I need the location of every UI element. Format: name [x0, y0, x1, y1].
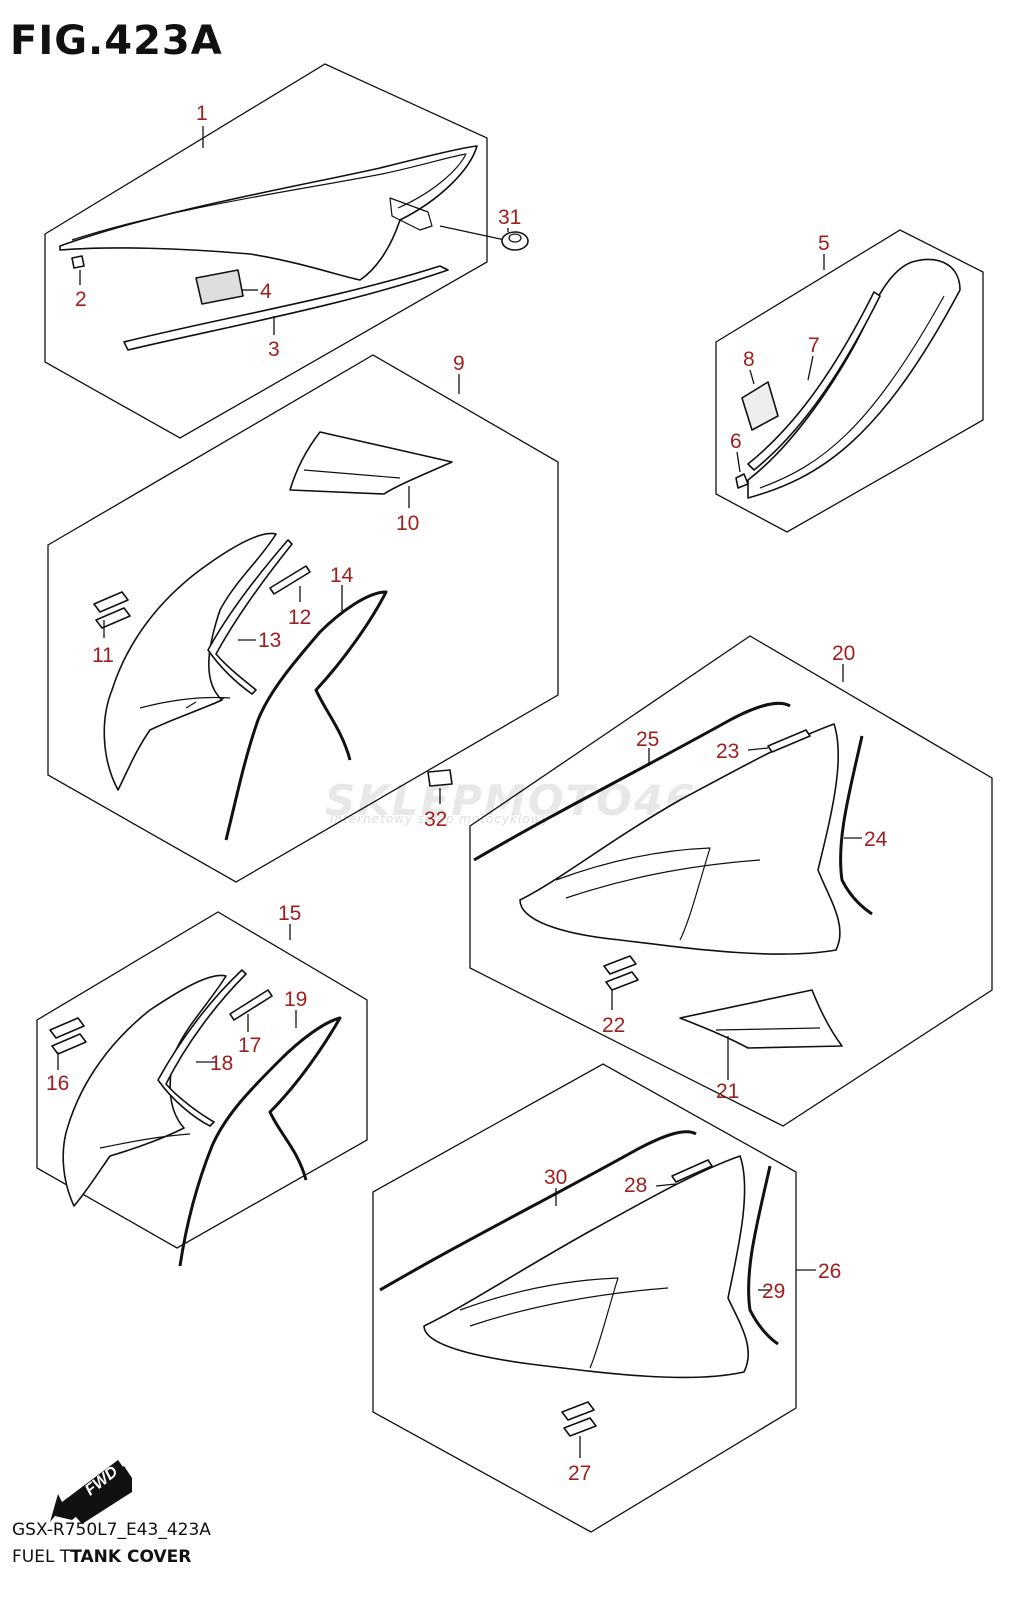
callout-9: 9 — [453, 352, 465, 375]
callout-5: 5 — [818, 232, 830, 255]
part-side-panel — [747, 258, 961, 499]
callout-27: 27 — [568, 1462, 591, 1485]
callout-26: 26 — [818, 1260, 841, 1283]
part-reflector — [195, 269, 244, 305]
watermark-tagline: Internetowy sklep motocyklowy — [330, 812, 550, 826]
callout-25: 25 — [636, 728, 659, 751]
callout-24: 24 — [864, 828, 888, 851]
callout-18: 18 — [210, 1052, 233, 1075]
part-strip-13 — [207, 539, 293, 695]
part-strip-17 — [229, 989, 273, 1021]
callout-31: 31 — [498, 206, 521, 229]
fwd-arrow-icon: FWD — [50, 1460, 132, 1524]
part-strip-24 — [839, 735, 873, 916]
callout-30: 30 — [544, 1166, 567, 1189]
leader-lines — [57, 126, 862, 1458]
frame-group-15 — [36, 911, 368, 1249]
part-strip-28 — [671, 1159, 713, 1183]
callout-13: 13 — [258, 629, 281, 652]
callout-11: 11 — [92, 644, 114, 667]
part-right-panel — [519, 723, 841, 955]
callout-10: 10 — [396, 512, 419, 535]
callout-19: 19 — [284, 988, 307, 1011]
part-frame-cover — [59, 145, 506, 281]
suzuki-emblem-22 — [603, 955, 639, 991]
part-strip-18 — [157, 969, 247, 1127]
frame-group-20 — [469, 635, 993, 1127]
callout-7: 7 — [808, 334, 820, 357]
caption-bold: TANK COVER — [70, 1547, 192, 1567]
callout-17: 17 — [238, 1034, 261, 1057]
part-cover-emblem-21 — [679, 989, 843, 1049]
part-trim-strip-3 — [123, 265, 449, 351]
part-strip-19 — [178, 1016, 342, 1267]
callout-15: 15 — [278, 902, 301, 925]
callout-3: 3 — [268, 338, 280, 361]
callout-labels: 1 2 3 4 5 6 7 8 9 10 11 12 13 14 15 16 1… — [46, 102, 888, 1485]
part-label-8 — [741, 381, 779, 431]
suzuki-emblem-11 — [93, 591, 131, 629]
suzuki-emblem-27 — [561, 1401, 597, 1437]
callout-29: 29 — [762, 1280, 785, 1303]
callout-6: 6 — [730, 430, 742, 453]
callout-8: 8 — [743, 348, 755, 371]
part-right-panel-26 — [423, 1155, 749, 1379]
part-clip-6 — [735, 473, 749, 489]
part-grommet — [501, 231, 529, 251]
part-clip-32 — [427, 769, 453, 787]
part-strip-14 — [224, 590, 388, 841]
callout-22: 22 — [602, 1014, 625, 1037]
suzuki-emblem-16 — [49, 1017, 87, 1055]
frame-group-26 — [372, 1063, 797, 1533]
callout-4: 4 — [260, 280, 272, 303]
callout-23: 23 — [716, 740, 739, 763]
part-left-panel-15 — [62, 974, 227, 1207]
callout-12: 12 — [288, 606, 311, 629]
part-strip-30 — [379, 1130, 697, 1292]
frame-group-9 — [47, 354, 559, 883]
caption-prefix: FUEL T — [12, 1547, 71, 1567]
figure-caption: FUEL TTANK COVER — [12, 1547, 191, 1567]
frame-group-5 — [715, 229, 984, 533]
part-clip-2 — [71, 255, 85, 269]
callout-14: 14 — [330, 564, 354, 587]
callout-21: 21 — [716, 1080, 739, 1103]
part-left-panel — [103, 532, 277, 791]
callout-16: 16 — [46, 1072, 69, 1095]
part-strip-29 — [747, 1165, 779, 1346]
callout-20: 20 — [832, 642, 855, 665]
part-strip-23 — [767, 729, 811, 753]
part-strip-12 — [269, 565, 311, 595]
callout-2: 2 — [75, 288, 87, 311]
model-code: GSX-R750L7_E43_423A — [12, 1520, 211, 1540]
figure-title: FIG.423A — [10, 18, 223, 64]
callout-1: 1 — [196, 102, 208, 125]
frame-group-1 — [44, 63, 488, 439]
part-cover-emblem-10 — [289, 431, 453, 495]
part-strip-25 — [473, 701, 791, 862]
callout-28: 28 — [624, 1174, 647, 1197]
callout-32: 32 — [424, 808, 447, 831]
